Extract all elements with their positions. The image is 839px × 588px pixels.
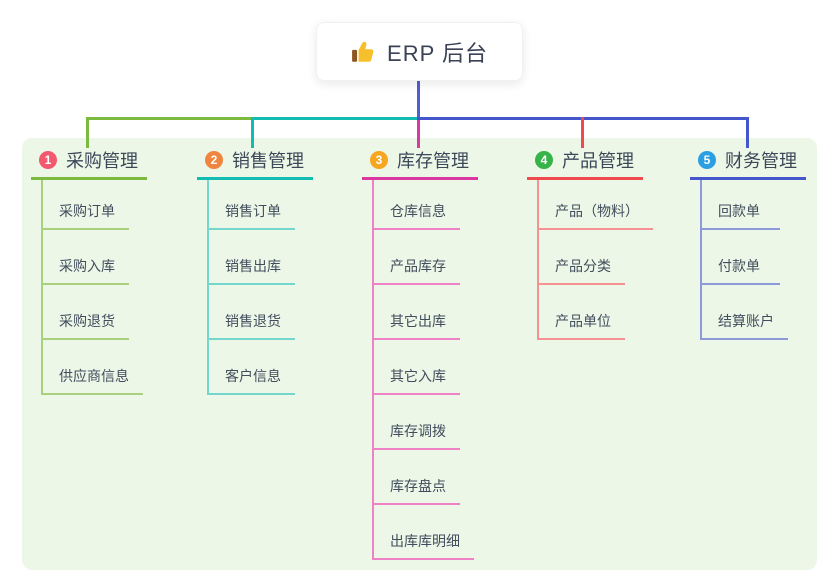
branch-purchase-children: 采购订单 采购入库 采购退货 供应商信息: [41, 180, 143, 395]
node-product-stock[interactable]: 产品库存: [374, 230, 460, 285]
badge-5: 5: [698, 151, 716, 169]
branch-sales-title-row[interactable]: 2 销售管理: [197, 148, 313, 180]
node-label: 销售出库: [225, 258, 281, 274]
branch-inventory-title: 库存管理: [397, 151, 469, 171]
node-sales-outbound[interactable]: 销售出库: [209, 230, 295, 285]
node-label: 产品库存: [390, 258, 446, 274]
branch-sales: 2 销售管理 销售订单 销售出库 销售退货 客户信息: [197, 148, 313, 395]
branch-sales-title: 销售管理: [232, 151, 304, 171]
node-label: 库存调拨: [390, 423, 446, 439]
node-label: 供应商信息: [59, 368, 129, 384]
node-settlement-account[interactable]: 结算账户: [702, 285, 788, 340]
connector-trunk-green: [86, 117, 253, 120]
node-label: 其它出库: [390, 313, 446, 329]
node-label: 采购入库: [59, 258, 115, 274]
node-label: 产品单位: [555, 313, 611, 329]
node-label: 采购退货: [59, 313, 115, 329]
node-sales-return[interactable]: 销售退货: [209, 285, 295, 340]
branch-inventory-children: 仓库信息 产品库存 其它出库 其它入库 库存调拨 库存盘点 出库库明细: [372, 180, 474, 560]
node-label: 仓库信息: [390, 203, 446, 219]
connector-drop-inventory: [417, 120, 420, 148]
branch-product-title-row[interactable]: 4 产品管理: [527, 148, 643, 180]
node-stock-transfer[interactable]: 库存调拨: [374, 395, 460, 450]
branch-inventory-title-row[interactable]: 3 库存管理: [362, 148, 478, 180]
connector-drop-finance: [746, 117, 749, 148]
branch-product-title: 产品管理: [562, 151, 634, 171]
node-other-outbound[interactable]: 其它出库: [374, 285, 460, 340]
connector-root-stem: [417, 81, 420, 118]
badge-3: 3: [370, 151, 388, 169]
root-node-erp[interactable]: ERP 后台: [316, 22, 523, 81]
badge-1: 1: [39, 151, 57, 169]
node-product-material[interactable]: 产品（物料）: [539, 180, 653, 230]
branch-purchase-title: 采购管理: [66, 151, 138, 171]
mindmap-panel: [22, 138, 817, 570]
node-label: 采购订单: [59, 203, 115, 219]
node-label: 结算账户: [718, 313, 774, 329]
badge-4: 4: [535, 151, 553, 169]
node-payment-order[interactable]: 付款单: [702, 230, 780, 285]
node-sales-order[interactable]: 销售订单: [209, 180, 295, 230]
node-purchase-order[interactable]: 采购订单: [43, 180, 129, 230]
node-purchase-return[interactable]: 采购退货: [43, 285, 129, 340]
node-label: 销售退货: [225, 313, 281, 329]
branch-purchase: 1 采购管理 采购订单 采购入库 采购退货 供应商信息: [31, 148, 147, 395]
node-product-unit[interactable]: 产品单位: [539, 285, 625, 340]
badge-2: 2: [205, 151, 223, 169]
node-label: 库存盘点: [390, 478, 446, 494]
node-label: 销售订单: [225, 203, 281, 219]
node-label: 出库库明细: [390, 533, 460, 549]
node-label: 产品分类: [555, 258, 611, 274]
node-supplier-info[interactable]: 供应商信息: [43, 340, 143, 395]
node-outbound-detail[interactable]: 出库库明细: [374, 505, 474, 560]
node-label: 其它入库: [390, 368, 446, 384]
connector-trunk-teal: [251, 117, 419, 120]
connector-drop-purchase: [86, 117, 89, 148]
node-label: 客户信息: [225, 368, 281, 384]
connector-drop-sales: [251, 117, 254, 148]
root-node-label: ERP 后台: [387, 40, 488, 66]
node-label: 回款单: [718, 203, 760, 219]
branch-finance: 5 财务管理 回款单 付款单 结算账户: [690, 148, 806, 340]
branch-finance-title: 财务管理: [725, 151, 797, 171]
node-other-inbound[interactable]: 其它入库: [374, 340, 460, 395]
branch-purchase-title-row[interactable]: 1 采购管理: [31, 148, 147, 180]
branch-product: 4 产品管理 产品（物料） 产品分类 产品单位: [527, 148, 653, 340]
branch-inventory: 3 库存管理 仓库信息 产品库存 其它出库 其它入库 库存调拨 库存盘点 出库库…: [362, 148, 478, 560]
node-label: 付款单: [718, 258, 760, 274]
node-warehouse-info[interactable]: 仓库信息: [374, 180, 460, 230]
branch-product-children: 产品（物料） 产品分类 产品单位: [537, 180, 653, 340]
node-label: 产品（物料）: [555, 203, 639, 219]
thumbs-up-icon: [351, 39, 377, 65]
branch-sales-children: 销售订单 销售出库 销售退货 客户信息: [207, 180, 295, 395]
branch-finance-title-row[interactable]: 5 财务管理: [690, 148, 806, 180]
node-stock-taking[interactable]: 库存盘点: [374, 450, 460, 505]
node-purchase-inbound[interactable]: 采购入库: [43, 230, 129, 285]
node-product-category[interactable]: 产品分类: [539, 230, 625, 285]
node-receipt-order[interactable]: 回款单: [702, 180, 780, 230]
node-customer-info[interactable]: 客户信息: [209, 340, 295, 395]
branch-finance-children: 回款单 付款单 结算账户: [700, 180, 788, 340]
connector-drop-product: [581, 117, 584, 148]
